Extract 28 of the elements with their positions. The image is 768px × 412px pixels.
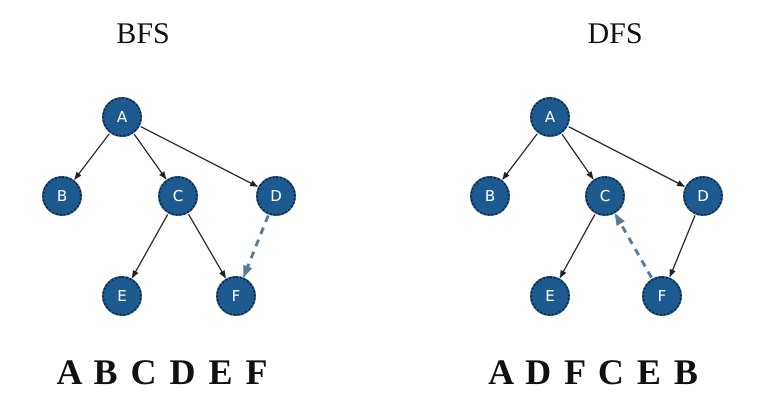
graph-node: D bbox=[256, 176, 296, 216]
arrow bbox=[568, 126, 686, 187]
graph-node: A bbox=[102, 97, 142, 137]
graph-node: E bbox=[530, 276, 570, 316]
graph-node: E bbox=[102, 276, 142, 316]
traversal-order: A D F C E B bbox=[488, 351, 700, 393]
heading: DFS bbox=[587, 17, 643, 51]
arrow bbox=[140, 126, 258, 187]
arrow bbox=[614, 213, 653, 278]
graph-node: C bbox=[158, 176, 198, 216]
arrow bbox=[188, 214, 226, 279]
arrow bbox=[132, 214, 168, 278]
arrow bbox=[560, 214, 596, 278]
arrow bbox=[134, 134, 166, 180]
graph-node: C bbox=[585, 176, 625, 216]
traversal-order: A B C D E F bbox=[56, 351, 270, 393]
arrow bbox=[502, 133, 538, 180]
arrow bbox=[242, 214, 270, 278]
graph-node: B bbox=[470, 176, 510, 216]
graph-node: B bbox=[42, 176, 82, 216]
arrow bbox=[669, 215, 696, 278]
heading: BFS bbox=[116, 17, 170, 51]
graph-node: D bbox=[683, 176, 723, 216]
graph-node: A bbox=[530, 97, 570, 137]
graph-node: F bbox=[216, 276, 256, 316]
arrow bbox=[561, 134, 594, 180]
graph-node: F bbox=[642, 276, 682, 316]
arrow bbox=[74, 133, 110, 180]
